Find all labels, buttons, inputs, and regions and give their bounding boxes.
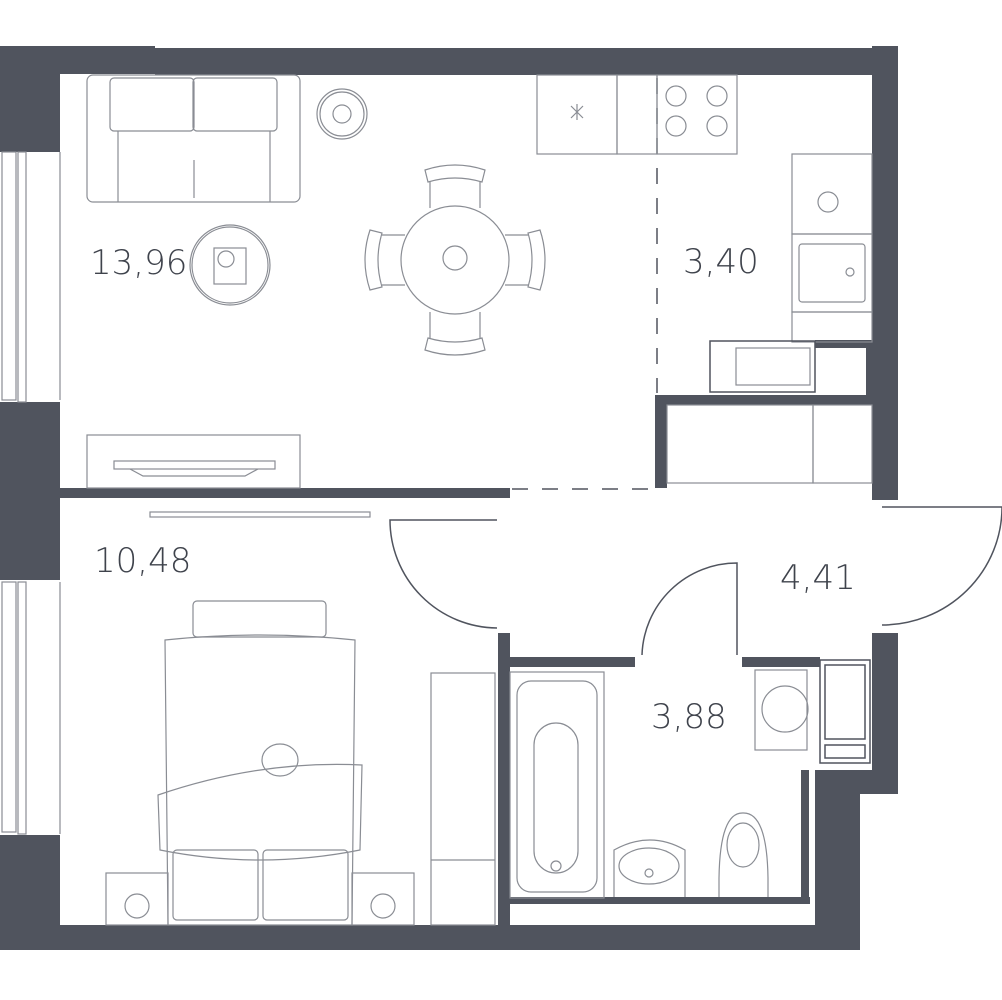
bedroom-furniture: [105, 511, 496, 926]
sofa: [86, 74, 301, 203]
bedroom-area: 10,48: [94, 541, 191, 581]
doors: [389, 506, 1002, 656]
hallway-area: 4,41: [780, 558, 856, 598]
walls: [0, 46, 898, 950]
windows: [1, 151, 61, 835]
floor-lamp: [316, 88, 368, 140]
bathroom-area: 3,88: [651, 697, 727, 737]
living-room-area: 13,96: [90, 243, 187, 283]
kitchen-area: 3,40: [683, 242, 759, 282]
bathroom-fixtures: [509, 659, 871, 899]
tv-stand: [86, 434, 301, 489]
kitchen-units: [536, 74, 873, 484]
dining-set: [364, 164, 546, 356]
coffee-table: [189, 224, 271, 306]
